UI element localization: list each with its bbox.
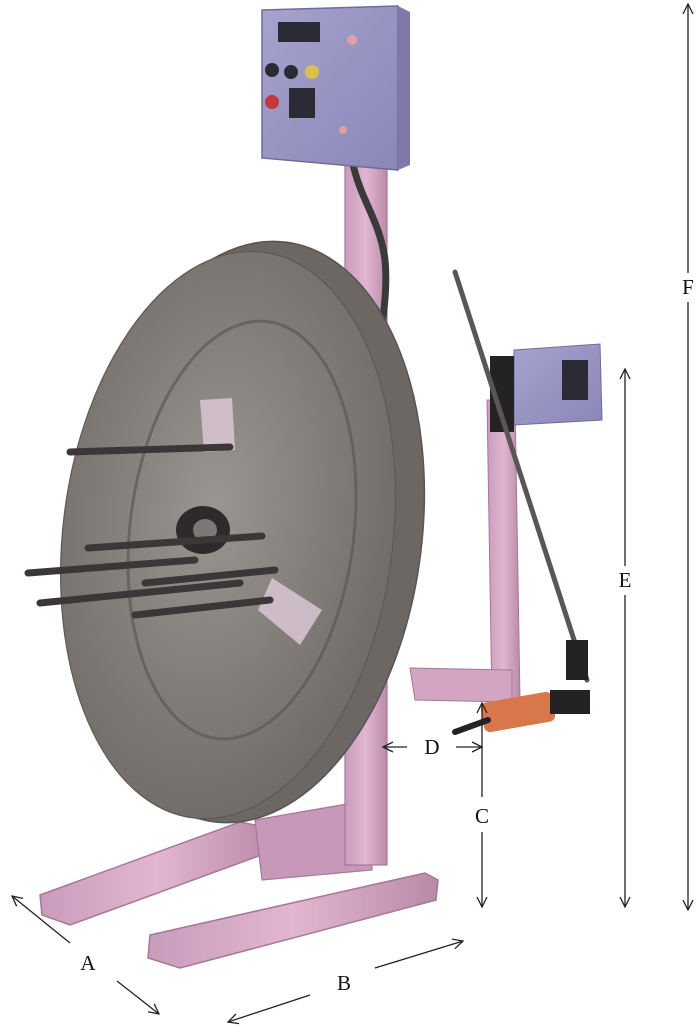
dimension-line-a: [116, 980, 159, 1014]
dimension-label-e: E: [619, 568, 632, 592]
dimension-text: A B C D E F: [80, 275, 693, 995]
spindle-pin: [84, 532, 266, 552]
tensioner-head: [490, 343, 603, 432]
rear-base-skid: [39, 821, 276, 926]
dimension-line-b: [374, 941, 463, 969]
reel-window-upper: [200, 398, 235, 452]
control-box-light: [347, 35, 357, 45]
base-frame: [39, 799, 439, 969]
control-box-light: [339, 126, 347, 134]
spindle-pin: [141, 566, 279, 587]
reel-assembly: [24, 240, 426, 824]
spindle-pin: [131, 596, 274, 619]
dancer-rod: [452, 269, 590, 683]
spindle-pin: [36, 579, 244, 607]
reel-window-lower: [258, 578, 322, 645]
dimension-label-a: A: [80, 951, 96, 975]
control-box-button: [305, 65, 319, 79]
spindle-pin: [66, 443, 234, 456]
dimension-label-b: B: [337, 971, 351, 995]
dancer-weight: [566, 640, 588, 680]
guide-roller: [452, 690, 590, 735]
tensioner-arm-frame: [409, 399, 521, 706]
dimension-label-f: F: [682, 275, 694, 299]
spindle-pins: [24, 443, 279, 619]
dimension-line-a: [12, 896, 71, 944]
dimension-line-b: [228, 994, 311, 1022]
control-box-button: [284, 65, 298, 79]
spindle-pin: [24, 556, 199, 577]
dimension-annotations: [12, 4, 688, 1022]
control-box-button: [265, 63, 279, 77]
control-box: [261, 5, 410, 171]
machine-illustration: [24, 5, 603, 969]
tensioner-meter: [562, 360, 588, 400]
dimension-label-d: D: [424, 735, 439, 759]
control-box-button: [265, 95, 279, 109]
base-crossbar: [254, 799, 373, 881]
front-base-skid: [147, 872, 439, 969]
control-box-display: [278, 22, 320, 42]
reel-hub-cap: [193, 519, 217, 541]
reel-inner-ring: [126, 319, 358, 741]
dimension-label-c: C: [475, 804, 489, 828]
control-box-meter: [289, 88, 315, 118]
